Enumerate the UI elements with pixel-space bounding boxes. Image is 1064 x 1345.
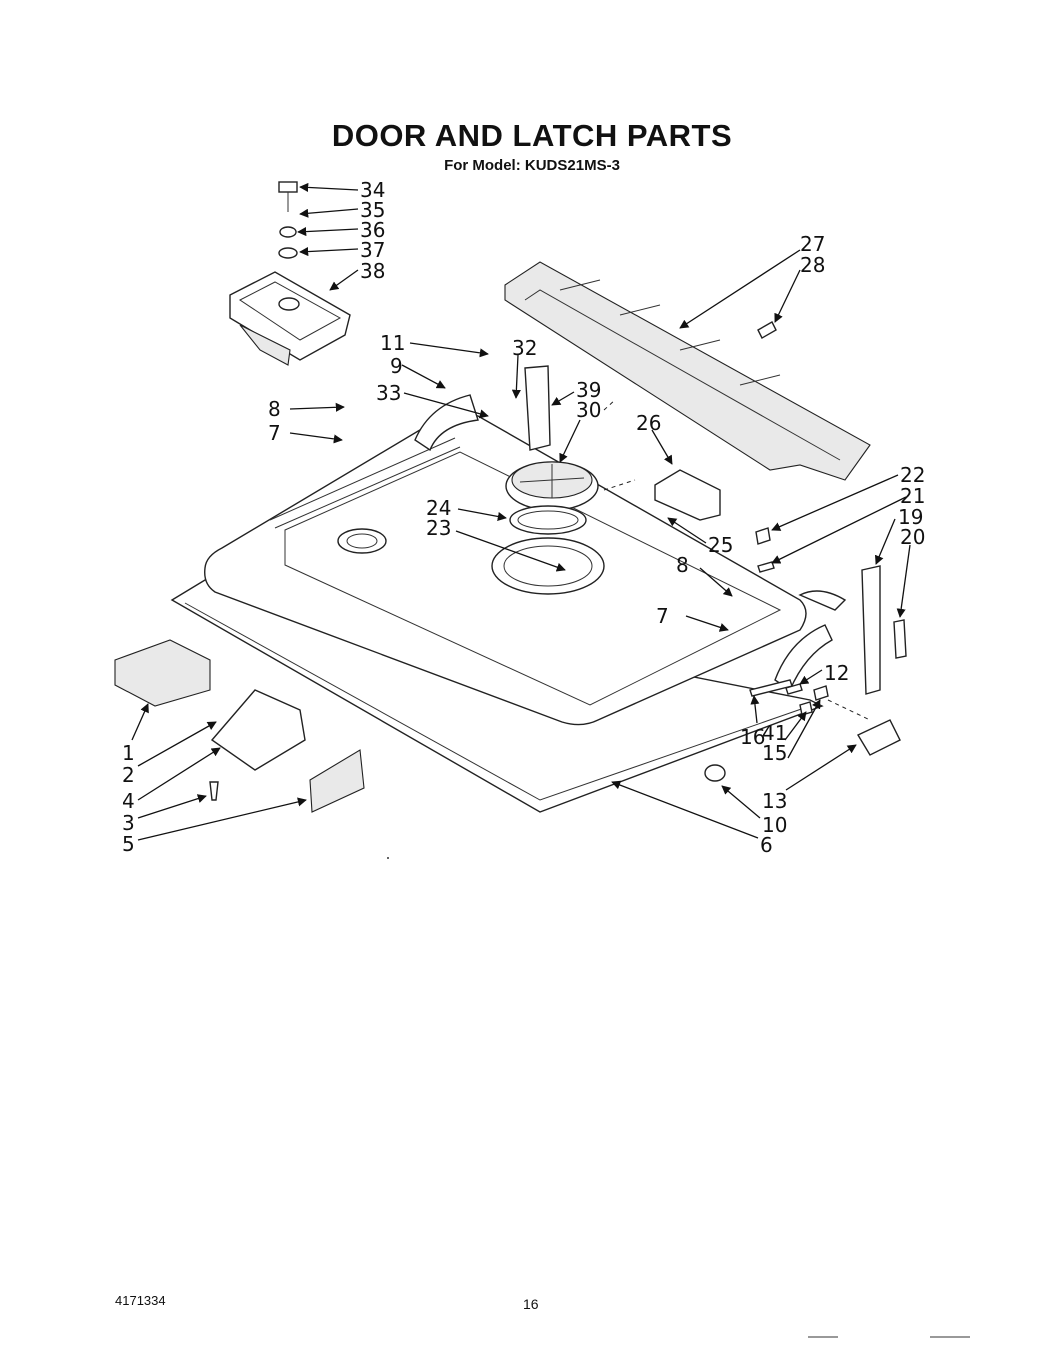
- rod-16: [749, 679, 793, 697]
- latch-strike-19: [861, 565, 881, 695]
- recess-ring: [491, 537, 605, 595]
- callout-35: 35: [360, 198, 385, 222]
- callout-36: 36: [360, 218, 385, 242]
- callout-23: 23: [426, 516, 451, 540]
- screw-28: [757, 321, 777, 339]
- callout-28: 28: [800, 253, 825, 277]
- callout-30: 30: [576, 398, 601, 422]
- callout-16: 16: [740, 725, 765, 749]
- callout-27: 27: [800, 232, 825, 256]
- screw-21: [757, 561, 775, 573]
- callout-26: 26: [636, 411, 661, 435]
- dispenser-gasket: [509, 505, 587, 535]
- page-number: 16: [523, 1296, 539, 1312]
- clip-22: [755, 527, 771, 545]
- bracket-13: [857, 719, 901, 756]
- model-subtitle: For Model: KUDS21MS-3: [444, 157, 620, 174]
- callout-11: 11: [380, 331, 405, 355]
- washer-37: [278, 247, 298, 259]
- callout-37: 37: [360, 238, 385, 262]
- callout-15: 15: [762, 741, 787, 765]
- callout-6: 6: [760, 833, 773, 857]
- callout-10: 10: [762, 813, 787, 837]
- callout-25: 25: [708, 533, 733, 557]
- control-assembly-38: [229, 271, 351, 361]
- callout-22: 22: [900, 463, 925, 487]
- callout-3: 3: [122, 811, 135, 835]
- vent-assembly: [504, 261, 871, 481]
- hinge-bracket-2: [210, 689, 306, 771]
- callout-39: 39: [576, 378, 601, 402]
- hinge-cover-1: [114, 639, 211, 707]
- latch-bracket-26: [654, 469, 721, 521]
- nut-36: [279, 226, 297, 238]
- knob-34: [278, 181, 298, 193]
- callout-19: 19: [898, 505, 923, 529]
- right-hinge-arm: [774, 624, 833, 692]
- bracket-39: [524, 365, 551, 451]
- plug-10: [704, 764, 726, 782]
- callout-33: 33: [376, 381, 401, 405]
- callout-1: 1: [122, 741, 135, 765]
- callout-9: 9: [390, 354, 403, 378]
- callout-labels: 34 35 36 37 38 27 28 11 32 9 33 39 30 8 …: [122, 178, 925, 857]
- callout-12: 12: [824, 661, 849, 685]
- callout-41: 41: [762, 721, 787, 745]
- callout-32: 32: [512, 336, 537, 360]
- callout-24: 24: [426, 496, 451, 520]
- callout-8-right: 8: [676, 553, 689, 577]
- callout-34: 34: [360, 178, 385, 202]
- spring-20: [893, 619, 907, 659]
- callout-20: 20: [900, 525, 925, 549]
- callout-7-left: 7: [268, 421, 281, 445]
- callout-21: 21: [900, 484, 925, 508]
- cover-plate-5: [309, 749, 365, 813]
- page-title: DOOR AND LATCH PARTS: [331, 118, 733, 153]
- callout-8-left: 8: [268, 397, 281, 421]
- callout-5: 5: [122, 832, 135, 856]
- callout-4: 4: [122, 789, 135, 813]
- callout-38: 38: [360, 259, 385, 283]
- bushing-15: [813, 685, 829, 701]
- document-number: 4171334: [115, 1293, 166, 1308]
- callout-7-right: 7: [656, 604, 669, 628]
- vent-opening: [337, 528, 387, 554]
- screw-3: [209, 781, 219, 801]
- pin-12: [785, 683, 803, 695]
- callout-2: 2: [122, 763, 135, 787]
- callout-13: 13: [762, 789, 787, 813]
